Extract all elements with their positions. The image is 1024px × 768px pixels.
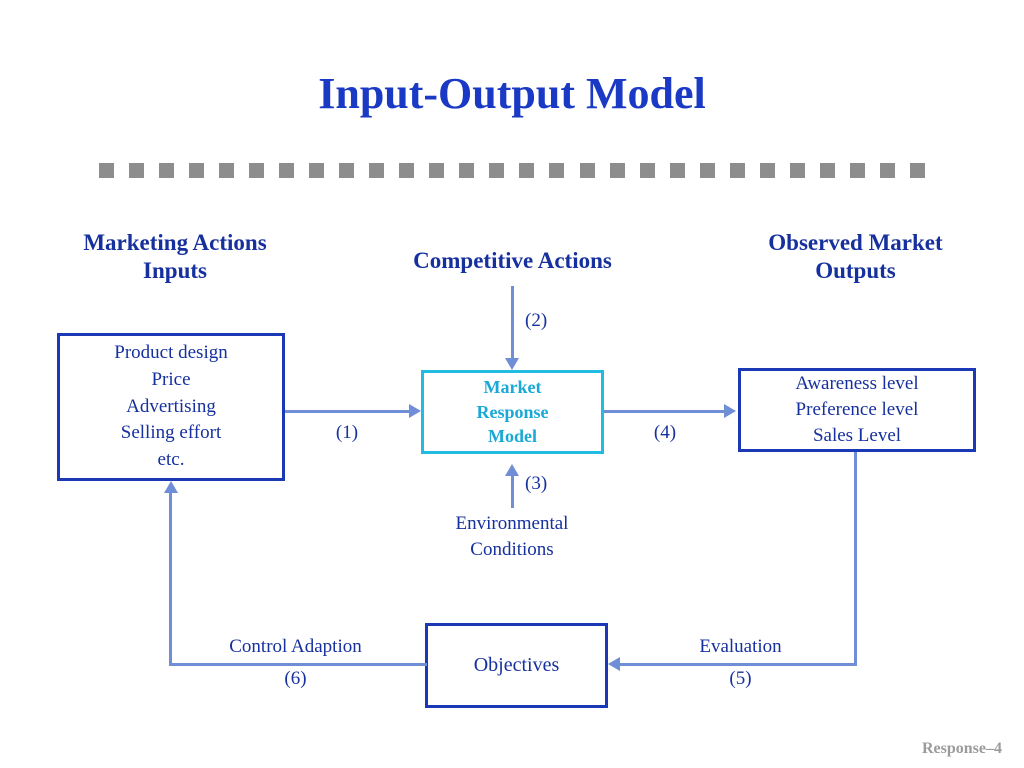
header-marketing-actions-inputs: Marketing Actions Inputs	[40, 229, 310, 285]
market-response-model-box: Market Response Model	[421, 370, 604, 454]
edge-4-line	[604, 410, 726, 413]
divider-square	[459, 163, 475, 178]
edge-6-horizontal-line	[170, 663, 427, 666]
slide-footer: Response–4	[921, 740, 1002, 757]
divider-square	[549, 163, 565, 178]
divider-square	[339, 163, 355, 178]
outputs-line-2: Preference level	[795, 398, 919, 420]
divider-square	[909, 163, 925, 178]
edge-1-line	[285, 410, 411, 413]
divider-square	[639, 163, 655, 178]
divider-square	[369, 163, 385, 178]
inputs-line-3: Advertising	[126, 395, 216, 417]
edge-5-number: (5)	[729, 668, 752, 689]
edge-1-number: (1)	[335, 422, 359, 443]
edge-5-horizontal-line	[620, 663, 857, 666]
environmental-caption-line-1: Environmental	[455, 513, 569, 534]
divider-square	[819, 163, 835, 178]
objectives-box: Objectives	[425, 623, 608, 708]
divider-square	[99, 163, 114, 178]
divider-square	[189, 163, 205, 178]
edge-3-arrowhead	[505, 464, 519, 476]
divider-square	[129, 163, 145, 178]
environmental-conditions-caption: Environmental Conditions	[412, 511, 612, 562]
header-competitive-actions: Competitive Actions	[380, 247, 645, 275]
model-line-2: Response	[476, 401, 549, 422]
objectives-line-1: Objectives	[473, 654, 560, 676]
edge-6-label: Control Adaption	[229, 636, 362, 657]
header-middle-line-1: Competitive Actions	[413, 248, 612, 273]
header-observed-market-outputs: Observed Market Outputs	[718, 229, 993, 285]
decorative-divider	[99, 163, 925, 178]
edge-5-label: Evaluation	[699, 636, 782, 657]
divider-square	[789, 163, 805, 178]
edge-2-arrowhead	[505, 358, 519, 370]
divider-square	[159, 163, 175, 178]
divider-square	[849, 163, 865, 178]
divider-square	[519, 163, 535, 178]
edge-5-vertical-line	[854, 452, 857, 665]
divider-square	[309, 163, 325, 178]
divider-square	[609, 163, 625, 178]
divider-square	[219, 163, 235, 178]
divider-square	[429, 163, 445, 178]
page-title: Input-Output Model	[318, 69, 706, 118]
header-left-line-1: Marketing Actions	[83, 230, 267, 255]
inputs-line-4: Selling effort	[120, 422, 222, 444]
inputs-line-2: Price	[151, 368, 191, 390]
divider-square	[489, 163, 505, 178]
model-line-3: Model	[488, 426, 537, 447]
edge-4-number: (4)	[653, 422, 677, 443]
edge-3-line	[511, 476, 514, 508]
divider-square	[579, 163, 595, 178]
divider-square	[699, 163, 715, 178]
environmental-caption-line-2: Conditions	[470, 538, 554, 560]
edge-6-arrowhead	[164, 481, 178, 493]
model-line-1: Market	[483, 377, 542, 398]
header-right-line-2: Outputs	[815, 258, 896, 284]
edge-3-number: (3)	[525, 473, 548, 494]
inputs-box: Product design Price Advertising Selling…	[57, 333, 285, 481]
divider-square	[279, 163, 295, 178]
divider-square	[729, 163, 745, 178]
divider-square	[399, 163, 415, 178]
edge-4-arrowhead	[724, 404, 736, 418]
edge-1-arrowhead	[409, 404, 421, 418]
divider-square	[249, 163, 265, 178]
divider-square	[669, 163, 685, 178]
inputs-line-5: etc.	[157, 449, 185, 471]
header-right-line-1: Observed Market	[768, 230, 943, 255]
edge-6-number: (6)	[284, 668, 307, 689]
edge-2-line	[511, 286, 514, 360]
inputs-line-1: Product design	[114, 341, 228, 363]
divider-square	[879, 163, 895, 178]
edge-6-vertical-line	[169, 492, 172, 666]
outputs-line-3: Sales Level	[812, 425, 902, 447]
outputs-line-1: Awareness level	[795, 372, 919, 394]
outputs-box: Awareness level Preference level Sales L…	[738, 368, 976, 452]
divider-square	[759, 163, 775, 178]
edge-5-arrowhead	[608, 657, 620, 671]
edge-2-number: (2)	[525, 310, 548, 331]
header-left-line-2: Inputs	[143, 258, 207, 284]
